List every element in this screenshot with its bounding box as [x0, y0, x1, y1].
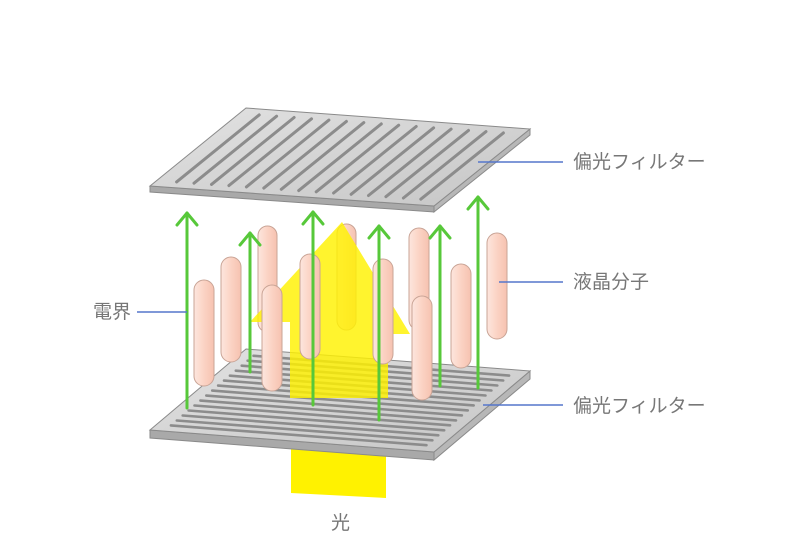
top-polarizer-slits [175, 113, 505, 201]
electric-field-arrows [175, 195, 490, 422]
liquid-crystal-molecule [220, 256, 242, 363]
liquid-crystal-molecule [450, 263, 472, 369]
liquid-crystal-molecule [486, 232, 508, 340]
polarizer-slit [181, 414, 440, 437]
transmitted-light-arrow [250, 222, 410, 398]
leader-lines [137, 161, 563, 406]
liquid-crystal-molecule [193, 279, 215, 387]
polarizer-slit [187, 409, 446, 432]
polarizer-slit [169, 424, 428, 447]
polarizer-slit [175, 113, 261, 184]
polarizer-slit [349, 126, 436, 196]
label-liquid-crystal: 液晶分子 [573, 271, 649, 293]
liquid-crystal-molecule [299, 253, 321, 360]
liquid-crystal-molecule [411, 295, 433, 401]
polarizer-slit [227, 117, 313, 188]
field-arrow [238, 231, 262, 374]
field-arrow [428, 224, 452, 388]
polarizer-slit [210, 389, 470, 412]
polarizer-slit [401, 130, 488, 200]
polarizer-slit [199, 399, 458, 422]
field-arrow [175, 211, 199, 410]
field-arrow [301, 210, 325, 407]
label-top-polarizer: 偏光フィルター [573, 151, 706, 173]
polarizer-slit [244, 118, 331, 189]
polarizer-slit [262, 119, 348, 190]
polarizer-slit [419, 131, 505, 201]
polarizer-slit [384, 128, 470, 199]
label-light: 光 [331, 512, 350, 534]
polarizer-slit [175, 419, 434, 442]
liquid-crystal-molecule [372, 258, 394, 365]
polarizer-slit [210, 116, 296, 186]
polarizer-slit [193, 404, 452, 427]
label-electric-field: 電界 [93, 302, 131, 323]
polarizer-slit [367, 127, 453, 197]
top-polarizer [148, 107, 532, 214]
polarizer-slit [314, 123, 401, 194]
polarizer-slit [192, 114, 279, 185]
field-arrow [466, 195, 490, 390]
field-arrow [367, 224, 391, 422]
polarizer-slit [297, 122, 383, 193]
polarizer-slit [332, 125, 418, 195]
liquid-crystal-molecule [261, 284, 283, 392]
polarizer-slit [279, 121, 366, 191]
label-bottom-polarizer: 偏光フィルター [573, 395, 706, 417]
polarizer-slit [205, 394, 464, 417]
